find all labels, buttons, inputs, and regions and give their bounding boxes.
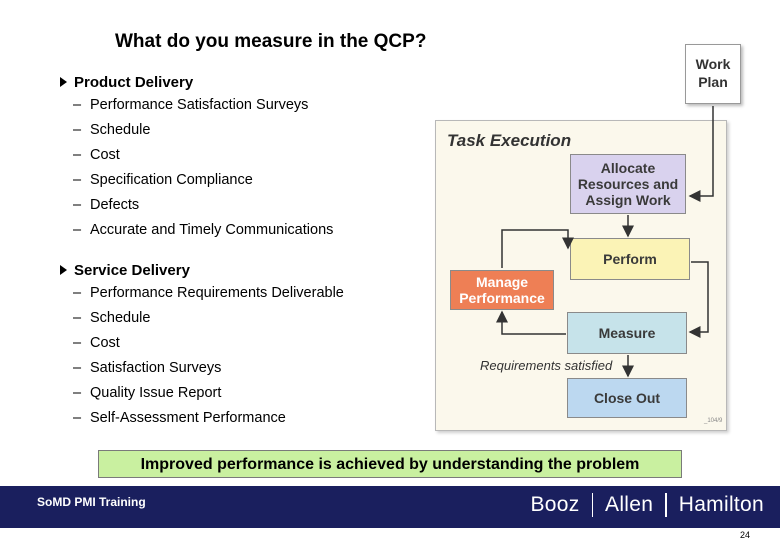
list-item: –Self-Assessment Performance	[73, 409, 286, 426]
diagram-code: _104/9	[704, 418, 723, 424]
arrow-manage-to-perform	[501, 229, 574, 268]
perform-box: Perform	[570, 238, 690, 280]
close-out-box: Close Out	[567, 378, 687, 418]
service-delivery-heading: Service Delivery	[60, 260, 344, 280]
bullet-arrow-icon	[60, 265, 67, 275]
arrow-perform-to-measure	[688, 261, 709, 338]
product-delivery-heading: Product Delivery	[60, 72, 333, 92]
page-number: 24	[739, 530, 750, 540]
key-message-banner: Improved performance is achieved by unde…	[98, 450, 682, 478]
footer-bar: SoMD PMI Training Booz Allen Hamilton	[0, 486, 780, 528]
footer-course-label: SoMD PMI Training	[37, 495, 146, 509]
list-item: –Specification Compliance	[73, 171, 253, 188]
product-delivery-list: –Performance Satisfaction Surveys –Sched…	[73, 92, 333, 242]
service-delivery-list: –Performance Requirements Deliverable –S…	[73, 280, 344, 430]
diagram-title: Task Execution	[447, 131, 572, 150]
allocate-box: Allocate Resources and Assign Work	[570, 154, 686, 214]
list-item: –Schedule	[73, 121, 151, 138]
company-logo: Booz Allen Hamilton	[530, 493, 764, 517]
list-item: –Cost	[73, 334, 120, 351]
service-delivery-label: Service Delivery	[74, 261, 190, 279]
list-item: –Performance Satisfaction Surveys	[73, 96, 309, 113]
manage-performance-box: Manage Performance	[450, 270, 554, 310]
work-plan-note: Work Plan	[685, 44, 741, 104]
product-delivery-section: Product Delivery –Performance Satisfacti…	[60, 72, 333, 242]
product-delivery-label: Product Delivery	[74, 73, 194, 91]
requirements-satisfied-label: Requirements satisfied	[480, 358, 613, 373]
list-item: –Defects	[73, 196, 140, 213]
list-item: –Satisfaction Surveys	[73, 359, 222, 376]
list-item: –Schedule	[73, 309, 151, 326]
service-delivery-section: Service Delivery –Performance Requiremen…	[60, 260, 344, 430]
list-item: –Accurate and Timely Communications	[73, 221, 334, 238]
list-item: –Quality Issue Report	[73, 384, 222, 401]
bullet-arrow-icon	[60, 77, 67, 87]
arrow-measure-to-manage	[496, 310, 566, 335]
arrow-workplan-to-allocate	[688, 106, 714, 202]
measure-box: Measure	[567, 312, 687, 354]
list-item: –Performance Requirements Deliverable	[73, 284, 344, 301]
slide-title: What do you measure in the QCP?	[115, 31, 427, 52]
list-item: –Cost	[73, 146, 120, 163]
